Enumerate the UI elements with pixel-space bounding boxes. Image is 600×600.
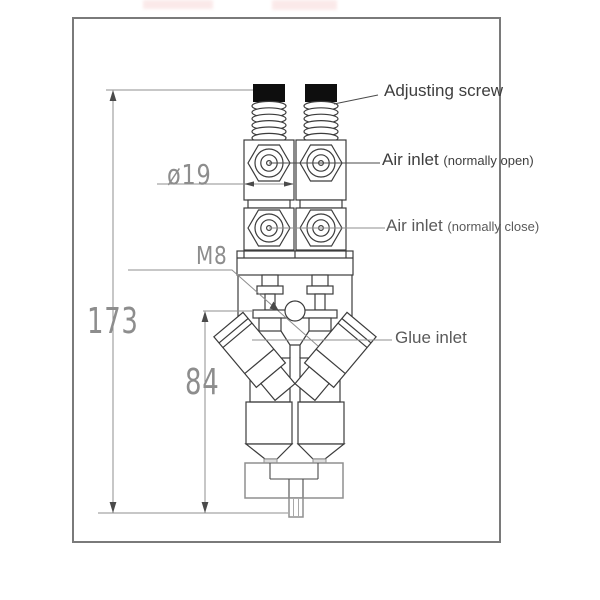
air-inlet-close-text: Air inlet [386,216,443,235]
plunger-right [302,274,338,332]
air-inlet-open-label: Air inlet (normally open) [382,150,534,170]
knurled-nut-left [245,401,293,445]
m8-thread-hole [284,300,306,322]
nozzle-cone-left [244,443,294,464]
nozzle-bracket [244,462,344,499]
air-inlet-open-text: Air inlet [382,150,439,169]
adjusting-screw-left [251,84,287,144]
dimension-line-173 [98,89,288,514]
dim-84-label: 84 [185,362,220,403]
m8-leader [128,269,319,347]
dispensing-needle [288,497,304,518]
spring-left [251,100,287,144]
adjusting-screw-label: Adjusting screw [384,81,504,100]
knurled-nut-right [297,401,345,445]
watermark-smudge-left [143,0,213,9]
nozzle-cone-right [296,443,346,464]
diameter-dimension [157,181,296,187]
plunger-left [252,274,288,332]
glue-inlet-fitting-left [213,311,296,402]
air-inlet-open-note: (normally open) [443,153,534,168]
mounting-plate [236,250,354,276]
air-inlet-close-note: (normally close) [447,219,540,234]
drawing-frame [72,17,501,543]
diameter-dimension-label: ø19 [167,158,212,191]
air-inlet-close-label: Air inlet (normally close) [386,216,539,236]
glue-inlet-label: Glue inlet [395,328,467,347]
spring-right [303,100,339,144]
dimension-line-84 [201,310,253,513]
adjusting-screw-leader [333,94,379,105]
dim-173-label: 173 [87,301,139,342]
adjusting-screw-right [303,84,339,144]
watermark-smudge-right [272,0,337,10]
thread-m8-label: M8 [196,241,228,270]
glue-inlet-fitting-right [294,311,377,402]
